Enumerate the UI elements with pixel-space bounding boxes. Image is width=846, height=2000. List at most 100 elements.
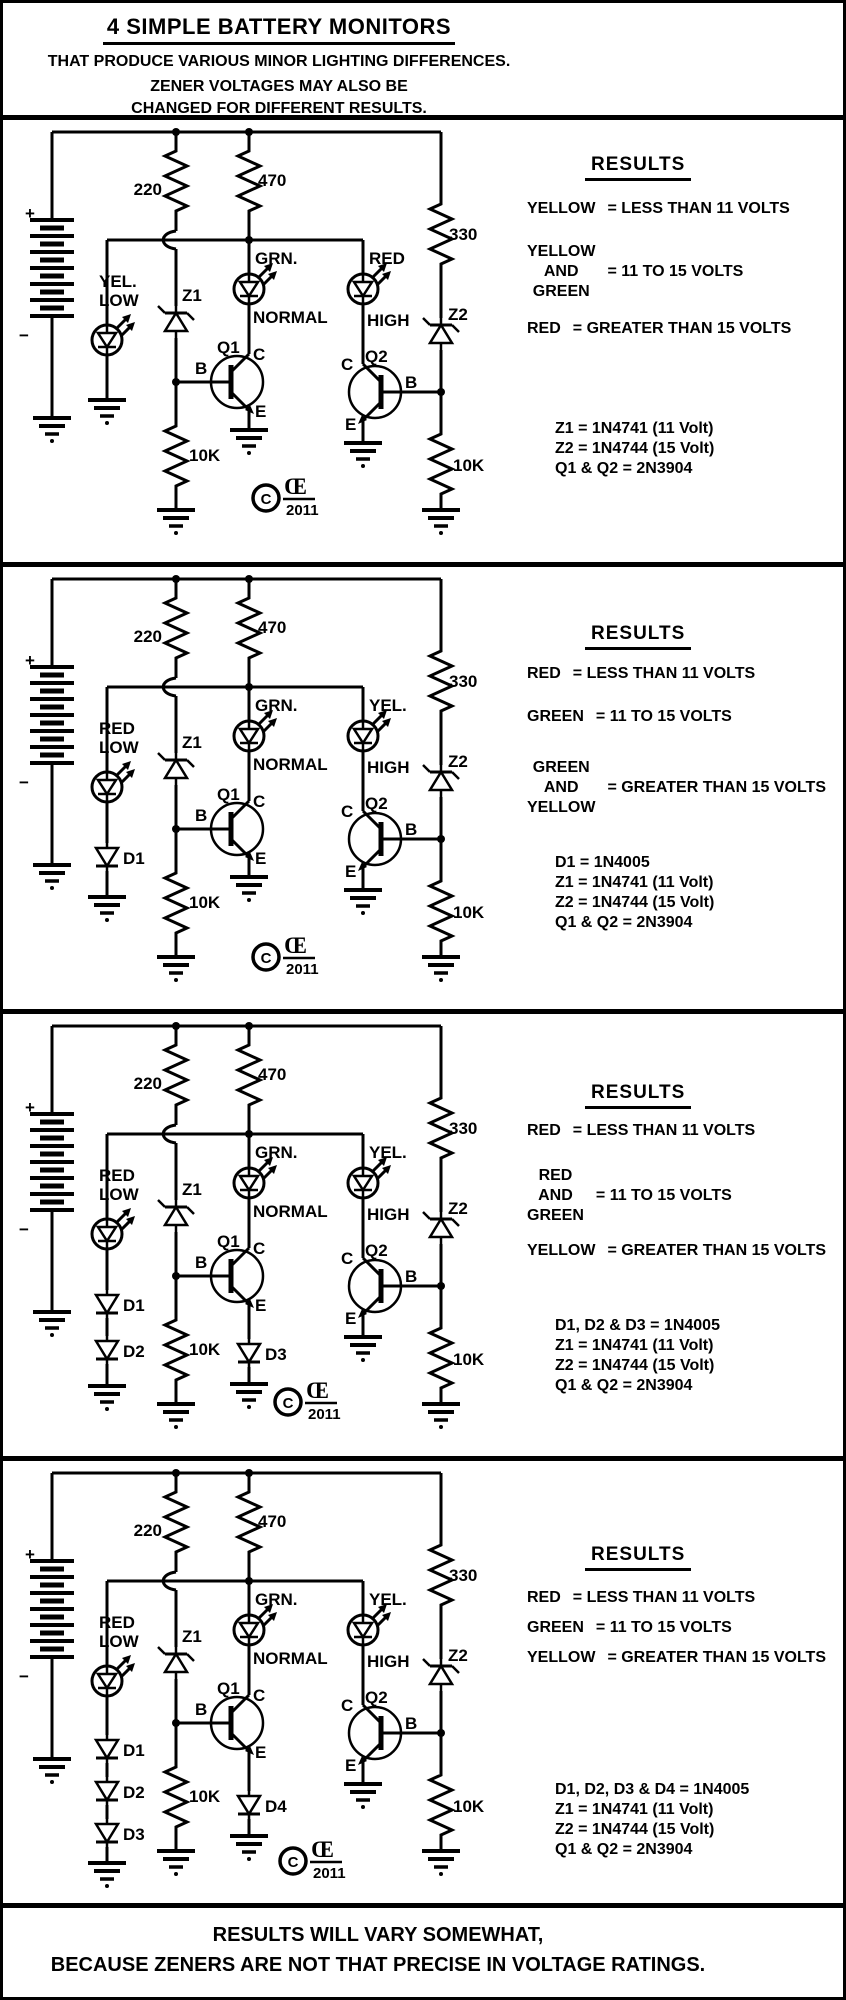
q1-base-label: B <box>195 1253 207 1272</box>
result-lhs: YELLOW <box>527 1242 596 1259</box>
resistor-220-label: 220 <box>134 180 162 199</box>
led-low-label: LOW <box>99 1632 140 1651</box>
subtitle-line-2: ZENER VOLTAGES MAY ALSO BE <box>150 78 408 95</box>
zener-z1 <box>156 751 196 787</box>
copyright-c: C <box>261 491 272 508</box>
resistor-10k-left-label: 10K <box>189 893 221 912</box>
result-row: RED = GREATER THAN 15 VOLTS <box>527 319 843 339</box>
circuit-diagram-3: + − 220 470 330 Z1 Z2 10K 10K RED LOW GR… <box>19 1022 485 1431</box>
resistor-10k-right-label: 10K <box>453 903 485 922</box>
result-row: RED = LESS THAN 11 VOLTS <box>527 1588 843 1608</box>
resistor-470 <box>236 1039 262 1109</box>
led-normal <box>232 708 279 753</box>
resistor-10k-left <box>163 420 189 490</box>
ground-symbol <box>342 441 384 470</box>
result-lhs: GREEN <box>527 1207 584 1224</box>
copyright-year: 2011 <box>313 1865 346 1882</box>
result-rhs: = GREATER THAN 15 VOLTS <box>607 1242 826 1259</box>
q1-base-label: B <box>195 1700 207 1719</box>
circuit-diagram-2: + − 220 470 330 Z1 Z2 10K 10K RED LOW GR… <box>19 575 485 984</box>
result-rhs: = LESS THAN 11 VOLTS <box>572 1122 756 1139</box>
junction-dot <box>245 1022 253 1030</box>
junction-dot <box>245 1469 253 1477</box>
part-line: Q1 & Q2 = 2N3904 <box>555 1377 693 1394</box>
resistor-220-label: 220 <box>134 627 162 646</box>
ground-symbol <box>420 955 462 984</box>
diode-d1-label: D1 <box>123 1296 145 1315</box>
copyright-logo: Œ <box>284 933 307 958</box>
led-normal-label: NORMAL <box>253 1649 328 1668</box>
ground-symbol <box>31 863 73 892</box>
transistor-q2-label: Q2 <box>365 794 388 813</box>
led-high <box>346 1602 393 1647</box>
ground-symbol <box>31 1757 73 1786</box>
result-rhs: = GREATER THAN 15 VOLTS <box>572 320 792 337</box>
resistor-10k-right-label: 10K <box>453 1350 485 1369</box>
circuit-diagram-4: + − 220 470 330 Z1 Z2 10K 10K RED LOW GR… <box>19 1469 485 1890</box>
led-high-label: HIGH <box>367 758 410 777</box>
resistor-330-label: 330 <box>449 672 477 691</box>
subtitle-line-1: THAT PRODUCE VARIOUS MINOR LIGHTING DIFF… <box>47 53 511 70</box>
resistor-220 <box>163 1039 189 1109</box>
result-rhs: = GREATER THAN 15 VOLTS <box>607 779 826 796</box>
results-title: RESULTS <box>585 1082 692 1109</box>
resistor-330-label: 330 <box>449 1119 477 1138</box>
resistor-10k-left <box>163 867 189 937</box>
battery-minus-label: − <box>19 326 29 345</box>
part-line: Q1 & Q2 = 2N3904 <box>555 460 693 477</box>
diode-d2-label: D2 <box>123 1783 145 1802</box>
battery-plus-label: + <box>25 1098 35 1117</box>
result-rhs: = LESS THAN 11 VOLTS <box>572 1589 756 1606</box>
led-low <box>90 1653 137 1698</box>
q1-base-label: B <box>195 359 207 378</box>
transistor-q2-label: Q2 <box>365 1241 388 1260</box>
transistor-q2-label: Q2 <box>365 1688 388 1707</box>
junction-dot <box>172 1272 180 1280</box>
led-high <box>346 708 393 753</box>
transistor-q2 <box>349 1705 401 1765</box>
page-title: 4 SIMPLE BATTERY MONITORS <box>102 14 456 45</box>
led-high <box>346 1155 393 1200</box>
zener-z1-label: Z1 <box>182 1180 202 1199</box>
copyright-mark: C Œ 2011 <box>251 474 319 519</box>
result-lhs: RED <box>527 1589 561 1606</box>
led-normal <box>232 1602 279 1647</box>
junction-dot <box>437 388 445 396</box>
header-text-block: 4 SIMPLE BATTERY MONITORS THAT PRODUCE V… <box>9 3 549 118</box>
q2-collector-label: C <box>341 1249 353 1268</box>
result-lhs: GREEN <box>527 708 584 725</box>
circuit-diagram-1: + − 220 470 330 Z1 Z2 10K 10K YEL. LOW G… <box>19 128 485 537</box>
battery-symbol <box>30 1561 74 1657</box>
diode-d1 <box>94 1288 120 1320</box>
diode-d1 <box>94 1733 120 1765</box>
resistor-10k-right <box>428 428 454 498</box>
q1-collector-label: C <box>253 1686 265 1705</box>
led-high-label: HIGH <box>367 1652 410 1671</box>
result-lhs: AND <box>543 779 579 796</box>
diode-d2 <box>94 1775 120 1807</box>
diode-d4 <box>236 1789 262 1821</box>
diode-d4-label: D4 <box>265 1797 287 1816</box>
resistor-220-label: 220 <box>134 1074 162 1093</box>
part-line: Z1 = 1N4741 (11 Volt) <box>555 1801 714 1818</box>
footer-line-1: RESULTS WILL VARY SOMEWHAT, <box>212 1924 544 1946</box>
battery-symbol <box>30 220 74 316</box>
copyright-logo: Œ <box>311 1837 334 1862</box>
q1-base-label: B <box>195 806 207 825</box>
copyright-c: C <box>261 950 272 967</box>
ground-symbol <box>420 1402 462 1431</box>
wire-hop <box>161 1123 177 1145</box>
junction-dot <box>245 1577 253 1585</box>
junction-dot <box>172 575 180 583</box>
transistor-q2 <box>349 1258 401 1318</box>
result-lhs: YELLOW <box>527 200 596 217</box>
footer: RESULTS WILL VARY SOMEWHAT, BECAUSE ZENE… <box>3 1908 843 1997</box>
result-row: GREEN = 11 TO 15 VOLTS <box>527 707 843 727</box>
transistor-q1-label: Q1 <box>217 785 240 804</box>
led-low-label: LOW <box>99 738 140 757</box>
copyright-year: 2011 <box>308 1406 341 1423</box>
copyright-mark: C Œ 2011 <box>273 1378 341 1423</box>
parts-list: Z1 = 1N4741 (11 Volt) Z2 = 1N4744 (15 Vo… <box>555 419 843 479</box>
q2-base-label: B <box>405 1714 417 1733</box>
result-lhs: RED <box>527 1122 561 1139</box>
